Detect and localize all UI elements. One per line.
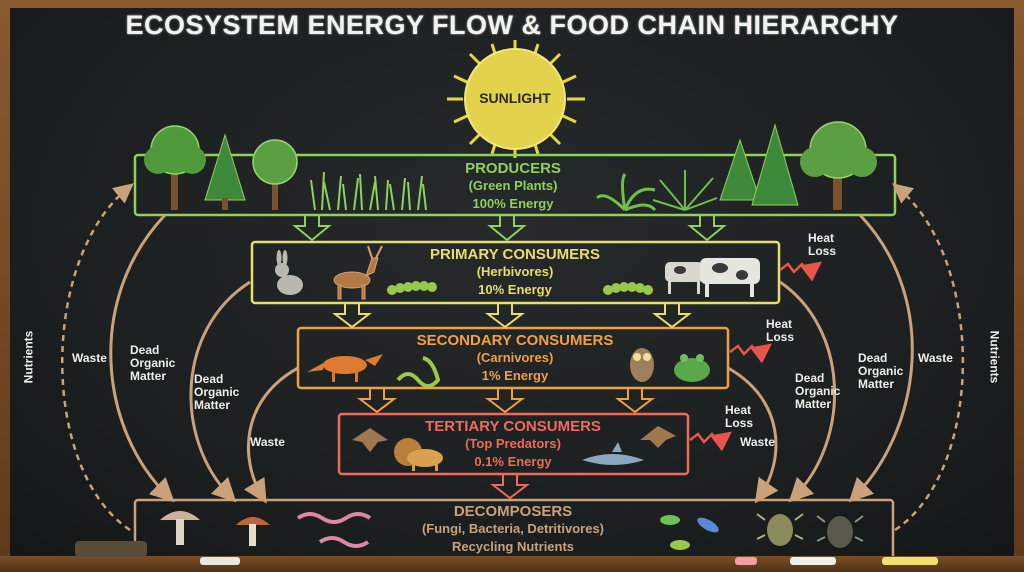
worm-icon <box>296 512 372 548</box>
nutrient-loops <box>61 183 965 532</box>
secondary-to-tertiary-arrows <box>357 389 655 414</box>
heat-loss-arrows <box>689 261 822 452</box>
waste-label: Waste <box>250 435 285 449</box>
secondary-sub: (Carnivores) <box>476 350 554 365</box>
secondary-name: SECONDARY CONSUMERS <box>416 332 614 349</box>
sun-icon <box>447 40 585 158</box>
caterpillar-icon <box>387 281 437 295</box>
dead-organic-matter-label: Dead Organic Matter <box>795 371 841 411</box>
eagle-icon <box>640 426 676 448</box>
pine-tree-icon <box>204 133 246 210</box>
waste-label: Waste <box>918 351 953 365</box>
chalk-stick-icon <box>735 557 757 565</box>
plant-icon <box>595 173 657 212</box>
waste-flow-arrows <box>109 213 914 504</box>
primary-consumers-box <box>250 240 781 305</box>
tertiary-name: TERTIARY CONSUMERS <box>425 418 601 435</box>
rabbit-icon <box>275 250 303 295</box>
primary-energy: 10% Energy <box>478 282 552 297</box>
eraser-icon <box>75 541 147 557</box>
shark-icon <box>582 442 644 465</box>
heat-loss-label: Heat Loss <box>808 231 837 258</box>
waste-label: Waste <box>740 435 775 449</box>
primary-to-secondary-arrows <box>332 304 692 329</box>
decomposers-energy: Recycling Nutrients <box>451 539 575 554</box>
primary-sub: (Herbivores) <box>476 264 554 279</box>
eagle-icon <box>352 428 388 452</box>
beetle-icon <box>756 513 804 546</box>
grass-icon <box>310 171 427 211</box>
heat-loss-label: Heat Loss <box>725 403 754 430</box>
tertiary-to-decomposers-arrow <box>490 475 530 500</box>
heat-loss-label: Heat Loss <box>766 317 795 344</box>
dead-organic-matter-label: Dead Organic Matter <box>130 343 176 383</box>
producers-energy: 100% Energy <box>472 196 554 211</box>
secondary-consumers-box <box>296 326 730 390</box>
primary-name: PRIMARY CONSUMERS <box>429 246 601 263</box>
producers-sub: (Green Plants) <box>468 178 558 193</box>
producers-tier: PRODUCERS (Green Plants) 100% Energy <box>400 160 626 214</box>
tree-icon <box>144 125 206 210</box>
producer-to-primary-arrows <box>292 216 727 242</box>
tertiary-consumers-box <box>337 412 690 476</box>
chalk-stick-icon <box>790 557 836 565</box>
tertiary-sub: (Top Predators) <box>465 436 561 451</box>
nutrients-label-left: Nutrients <box>21 330 36 384</box>
frog-icon <box>674 354 710 382</box>
sunlight-label: SUNLIGHT <box>479 90 551 106</box>
cow-icon <box>665 258 760 297</box>
lion-icon <box>394 438 443 471</box>
bacteria-icon <box>660 515 719 550</box>
mushroom-icon <box>236 517 270 546</box>
tree-icon <box>800 121 877 210</box>
owl-icon <box>630 348 654 382</box>
waste-label: Waste <box>72 351 107 365</box>
mushroom-icon <box>160 511 200 545</box>
chalk-stick-icon <box>882 557 938 565</box>
chalk-ledge <box>0 556 1024 572</box>
pine-tree-icon <box>719 123 799 206</box>
page-title: ECOSYSTEM ENERGY FLOW & FOOD CHAIN HIERA… <box>125 10 899 40</box>
nutrients-label-right: Nutrients <box>987 330 1002 384</box>
producers-name: PRODUCERS <box>465 160 561 177</box>
snake-icon <box>396 356 441 388</box>
caterpillar-icon <box>603 282 653 295</box>
decomposers-tier: DECOMPOSERS (Fungi, Bacteria, Detritivor… <box>380 503 646 557</box>
beetle-icon <box>816 515 864 548</box>
dead-organic-matter-label: Dead Organic Matter <box>858 351 904 391</box>
primary-tier: PRIMARY CONSUMERS (Herbivores) 10% Energ… <box>370 246 660 300</box>
secondary-energy: 1% Energy <box>481 368 549 383</box>
secondary-tier: SECONDARY CONSUMERS (Carnivores) 1% Ener… <box>370 332 660 386</box>
fox-icon <box>307 354 383 382</box>
decomposers-sub: (Fungi, Bacteria, Detritivores) <box>421 521 605 536</box>
fern-icon <box>652 170 718 211</box>
tertiary-energy: 0.1% Energy <box>474 454 552 469</box>
decomposers-name: DECOMPOSERS <box>453 503 573 520</box>
dead-organic-matter-label: Dead Organic Matter <box>194 372 240 412</box>
deer-icon <box>333 245 383 300</box>
tertiary-tier: TERTIARY CONSUMERS (Top Predators) 0.1% … <box>385 418 641 472</box>
chalk-stick-icon <box>200 557 240 565</box>
tree-icon <box>252 139 298 210</box>
